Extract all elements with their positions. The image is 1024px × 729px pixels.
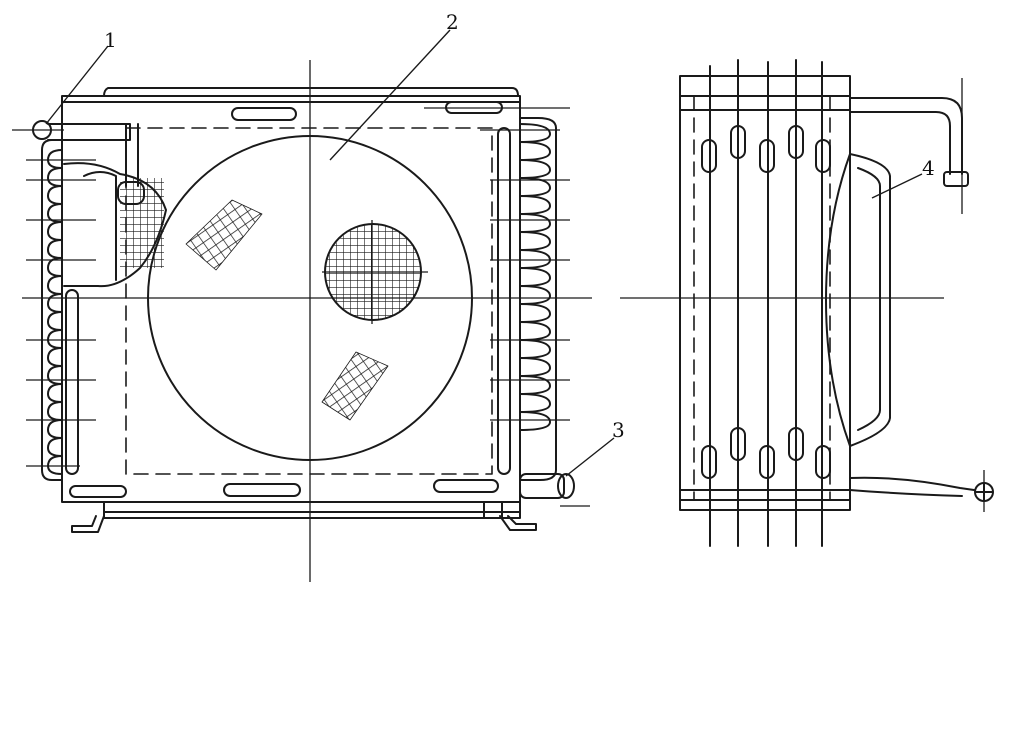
side-body <box>679 75 851 511</box>
side-tubes <box>709 59 823 547</box>
leader-1 <box>45 45 109 125</box>
inner-dashed-outline <box>125 127 493 475</box>
side-top-pipe <box>849 97 963 175</box>
leader-4 <box>871 173 923 199</box>
leader-3 <box>565 437 615 477</box>
leader-2 <box>329 29 451 161</box>
side-view <box>679 59 994 547</box>
outlet-fitting <box>519 473 575 499</box>
blade-mesh-lower <box>321 351 389 421</box>
top-rail <box>103 87 519 97</box>
front-view <box>32 87 575 533</box>
right-coil-bank <box>497 117 557 481</box>
callout-3: 3 <box>612 418 625 442</box>
cutaway-region <box>63 162 167 288</box>
callout-2: 2 <box>446 10 459 34</box>
leader-lines <box>45 29 923 477</box>
side-bottom-pipe <box>849 476 975 497</box>
center-lines <box>12 60 985 582</box>
left-foot <box>71 515 105 533</box>
side-slots-top <box>701 125 831 173</box>
callout-4: 4 <box>922 156 935 180</box>
blade-mesh-upper <box>185 199 263 271</box>
bottom-rail <box>63 501 521 519</box>
side-slots-bottom <box>701 427 831 479</box>
front-frame <box>61 95 521 503</box>
right-foot <box>499 515 537 531</box>
callout-1: 1 <box>104 28 117 52</box>
left-coil-bank <box>41 139 79 481</box>
fan-shroud <box>825 153 891 447</box>
frame-slots <box>69 101 503 498</box>
